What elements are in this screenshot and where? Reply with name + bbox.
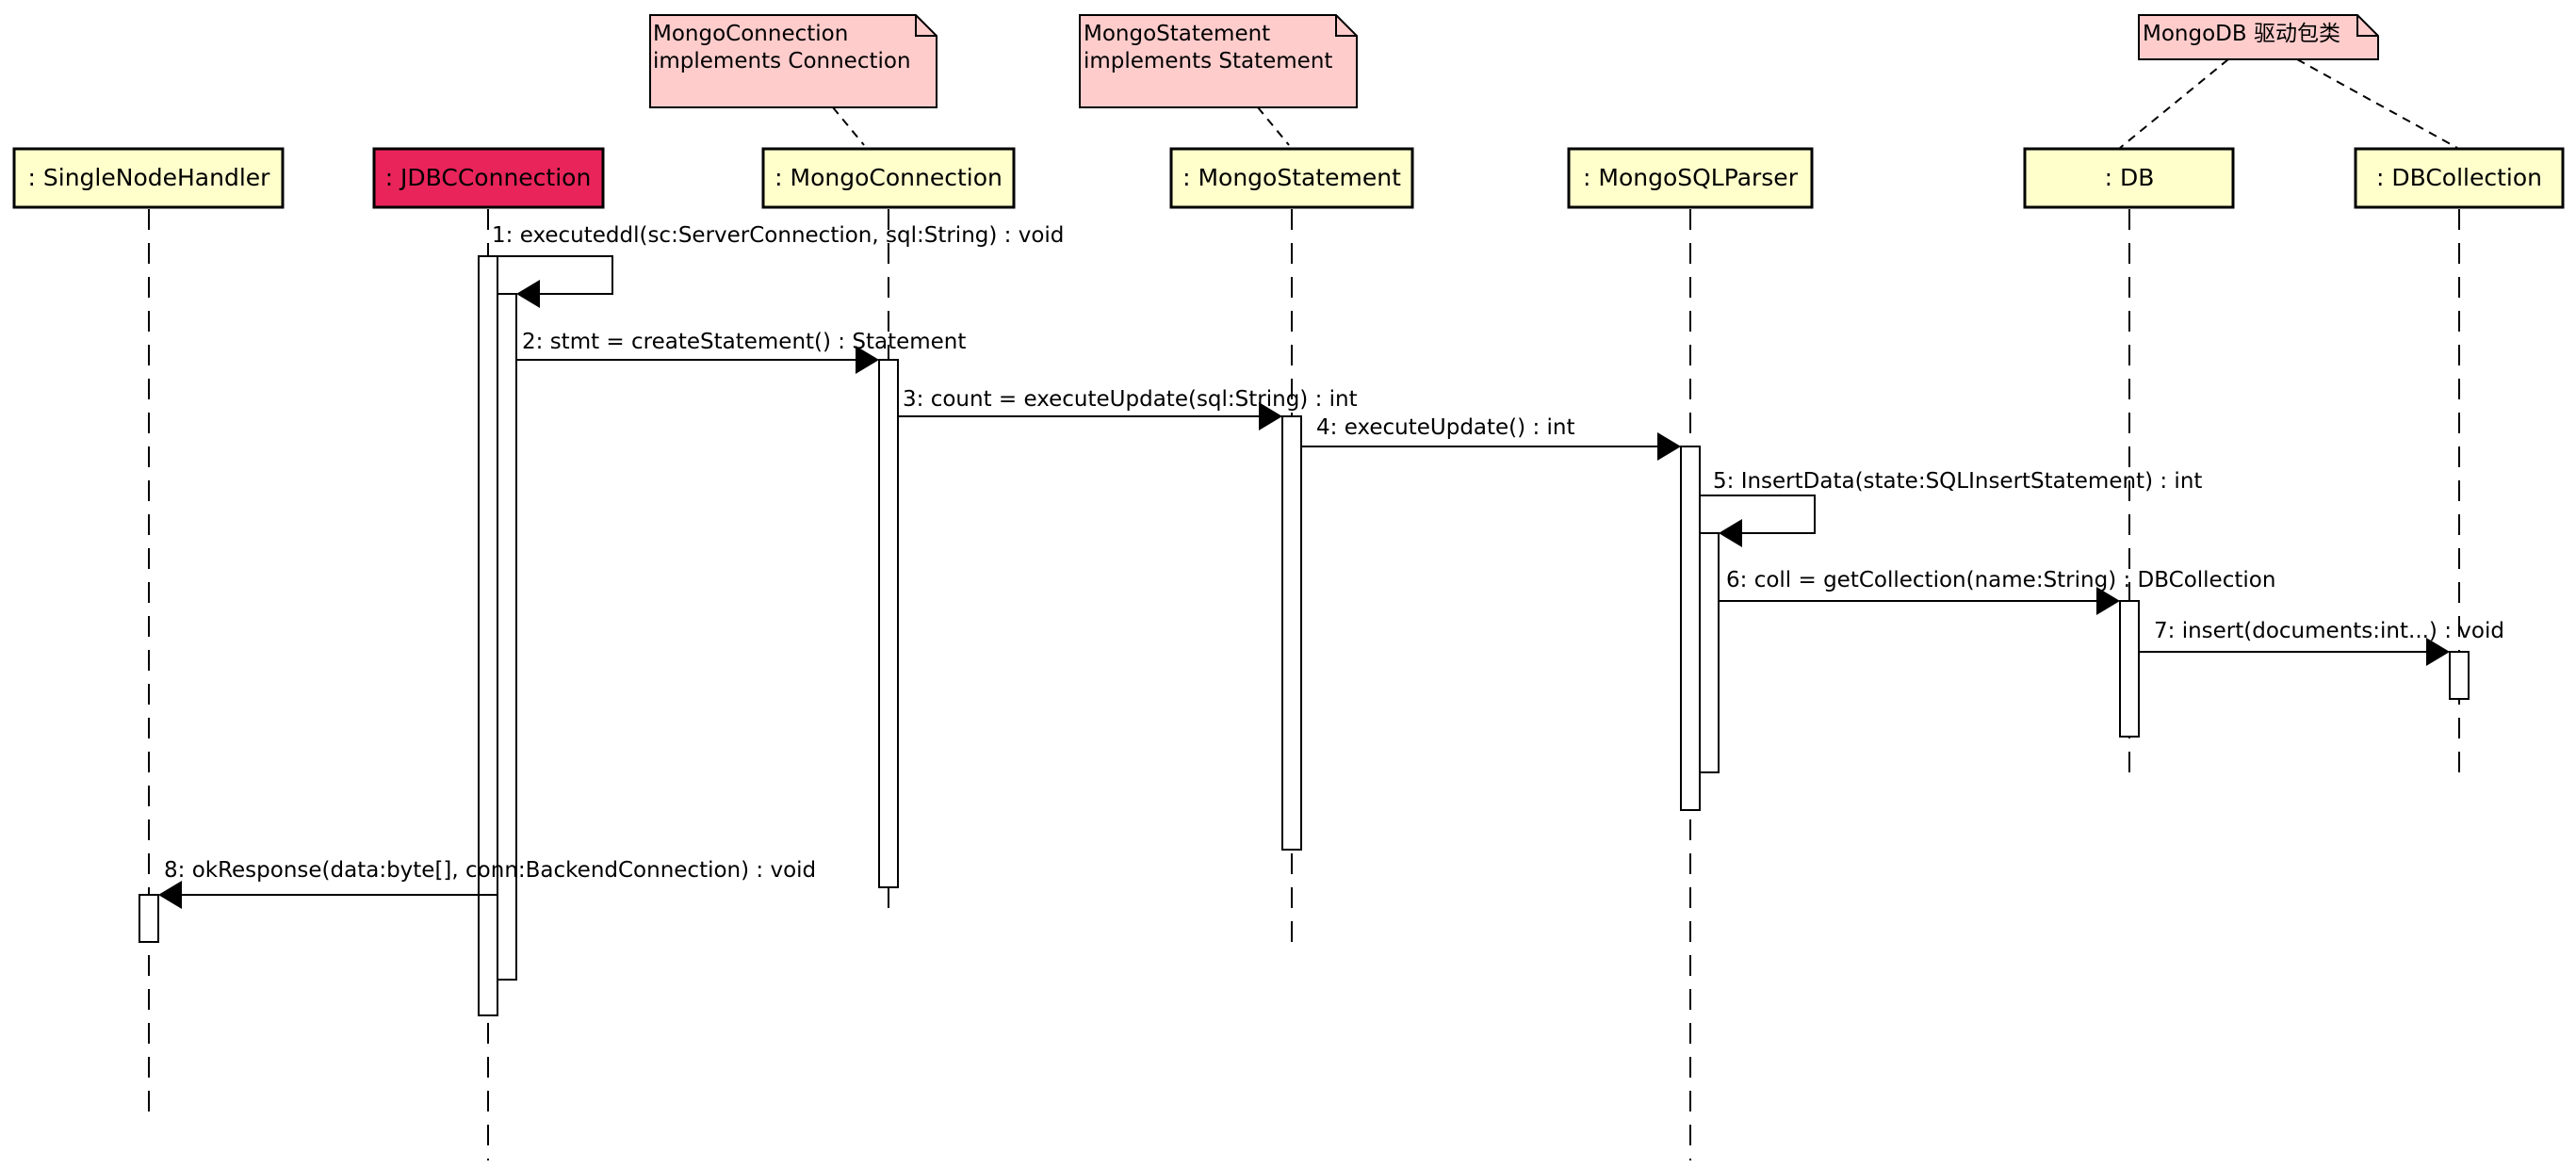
message-label: 2: stmt = createStatement() : Statement [522,330,966,354]
activation-bar [2449,651,2470,700]
message-label: 5: InsertData(state:SQLInsertStatement) … [1713,469,2202,494]
lifeline-label: : SingleNodeHandler [28,164,271,191]
message-label: 4: executeUpdate() : int [1316,415,1574,440]
message-label: 8: okResponse(data:byte[], conn:BackendC… [164,858,816,883]
lifeline-mongo-sql-parser: : MongoSQLParser [1567,147,1814,1160]
message-label: 1: executeddl(sc:ServerConnection, sql:S… [492,223,1064,248]
activation-bar [1680,446,1701,811]
activation-bar [478,255,498,1016]
note-text-line: MongoConnection [653,22,848,46]
lifeline-label: : JDBCConnection [385,164,592,191]
note-text-line: implements Connection [653,49,911,73]
lifeline-label: : MongoConnection [774,164,1003,191]
message-2: 2: stmt = createStatement() : Statement [516,330,966,374]
message-4: 4: executeUpdate() : int [1301,415,1681,461]
lifeline-db-collection: : DBCollection [2354,147,2565,774]
lifeline-label: : DBCollection [2376,164,2542,191]
note-mongodb-driver: MongoDB 驱动包类 [2119,14,2458,149]
message-7: 7: insert(documents:int...) : void [2139,619,2504,666]
message-label: 3: count = executeUpdate(sql:String) : i… [903,387,1358,412]
lifeline-label: : MongoStatement [1182,164,1401,191]
note-text-line: MongoStatement [1084,22,1270,46]
activation-bar [497,293,517,981]
message-label: 6: coll = getCollection(name:String) : D… [1726,568,2275,592]
note-text-line: implements Statement [1084,49,1332,73]
activation-bar [1699,532,1720,773]
activation-bar [139,894,159,943]
message-8: 8: okResponse(data:byte[], conn:BackendC… [158,858,816,909]
note-mongo-statement: MongoStatement implements Statement [1079,14,1358,146]
lifeline-label: : MongoSQLParser [1583,164,1799,191]
lifeline-db: : DB [2023,147,2235,774]
message-label: 7: insert(documents:int...) : void [2154,619,2504,643]
note-text-line: MongoDB 驱动包类 [2143,22,2340,46]
activation-bar [2119,600,2140,738]
lifeline-single-node-handler: : SingleNodeHandler [12,147,285,1111]
message-3: 3: count = executeUpdate(sql:String) : i… [898,387,1358,430]
message-6: 6: coll = getCollection(name:String) : D… [1719,568,2275,615]
message-1: 1: executeddl(sc:ServerConnection, sql:S… [492,223,1064,308]
note-mongo-connection: MongoConnection implements Connection [649,14,937,146]
activation-bar [1281,415,1302,851]
lifeline-label: : DB [2105,164,2155,191]
message-5: 5: InsertData(state:SQLInsertStatement) … [1700,469,2202,547]
lifeline-mongo-statement: : MongoStatement [1169,147,1414,947]
activation-bar [878,359,899,888]
